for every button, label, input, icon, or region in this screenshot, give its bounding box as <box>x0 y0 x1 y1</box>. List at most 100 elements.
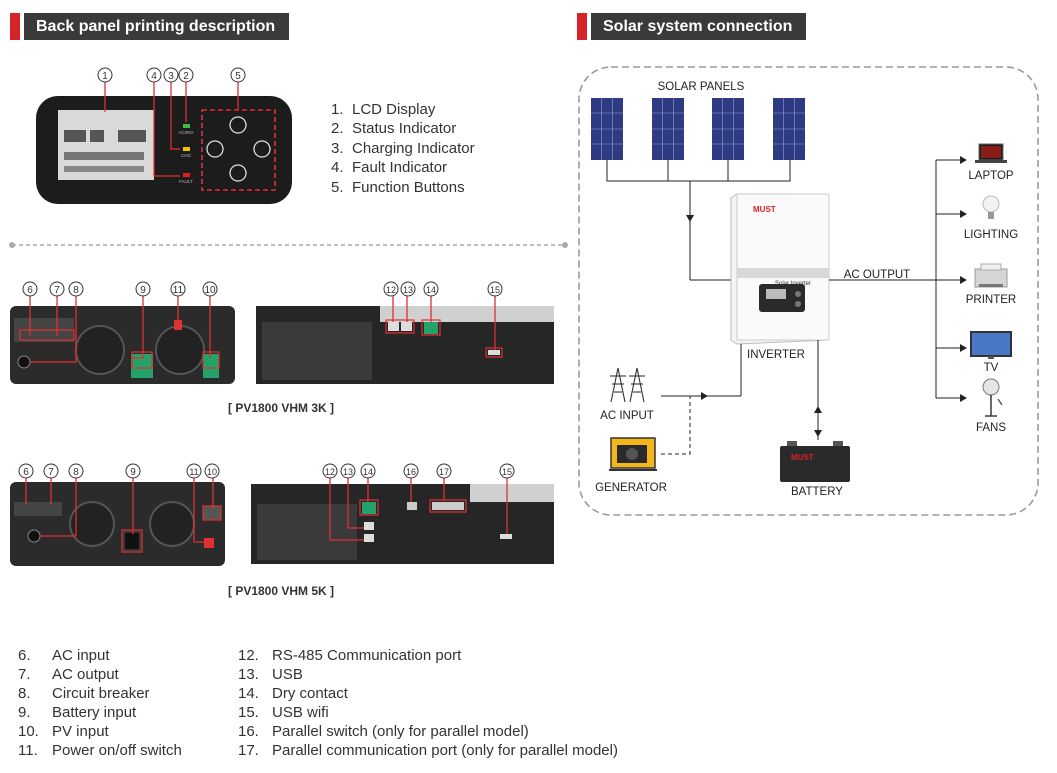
ac-input-label: AC INPUT <box>600 410 654 422</box>
callout: 13 <box>403 285 413 295</box>
callout: 8 <box>73 285 79 296</box>
legend-item: 14.Dry contact <box>238 685 348 702</box>
inverter-model: Solar Inverter <box>775 281 811 287</box>
setup-button[interactable] <box>206 140 224 158</box>
callout: 10 <box>204 285 216 296</box>
legend-item: 5.Function Buttons <box>331 178 465 196</box>
callout: 17 <box>439 467 449 477</box>
vhm5k-diagram: 6 7 8 9 11 10 12 13 14 16 17 15 <box>10 463 554 566</box>
front-panel-legend: 1.LCD Display 2.Status Indicator 3.Charg… <box>331 100 475 197</box>
status-led-label: AC/INV <box>178 130 193 135</box>
charge-led-label: CHG <box>181 153 191 158</box>
callout: 11 <box>189 467 198 477</box>
legend-item: 3.Charging Indicator <box>331 139 475 157</box>
callout: 7 <box>48 467 54 478</box>
fan-stand-icon <box>982 378 1003 417</box>
fan-icon <box>75 325 125 375</box>
power-tower-icon <box>610 367 645 403</box>
printer-icon <box>974 263 1008 288</box>
callout-2: 2 <box>183 71 189 82</box>
legend-item: 13.USB <box>238 666 303 683</box>
solar-panel-icon <box>773 98 805 160</box>
solar-panels <box>591 98 805 160</box>
inverter-icon: MUST Solar Inverter <box>730 193 830 345</box>
callout: 14 <box>363 467 373 477</box>
callout: 11 <box>173 285 184 296</box>
charge-led <box>183 147 190 151</box>
callout-1: 1 <box>102 71 108 82</box>
solar-system-diagram: SOLAR PANELS MUST Solar Inverter INVERTE… <box>578 66 1039 516</box>
legend-item: 2.Status Indicator <box>331 120 457 138</box>
legend-item: 8.Circuit breaker <box>18 685 150 702</box>
breaker <box>17 355 31 369</box>
up-button[interactable] <box>229 116 247 134</box>
legend-item: 15.USB wifi <box>238 704 329 721</box>
callout-3: 3 <box>168 71 174 82</box>
generator-icon <box>609 437 657 471</box>
solar-panel-icon <box>591 98 623 160</box>
legend-item: 1.LCD Display <box>331 101 436 118</box>
enter-button[interactable] <box>253 140 271 158</box>
callout: 12 <box>386 285 396 295</box>
solar-panel-icon <box>652 98 684 160</box>
callout: 14 <box>426 285 436 295</box>
fault-led <box>183 173 190 177</box>
callout: 16 <box>406 467 416 477</box>
ac-output-label: AC OUTPUT <box>844 269 910 281</box>
legend-item: 11.Power on/off switch <box>18 742 182 759</box>
vhm5k-caption: [ PV1800 VHM 5K ] <box>228 584 335 598</box>
solar-panel-icon <box>712 98 744 160</box>
callout: 8 <box>73 467 79 478</box>
callout: 15 <box>490 285 500 295</box>
load-label-lighting: LIGHTING <box>964 229 1018 241</box>
legend-item: 17.Parallel communication port (only for… <box>238 742 618 759</box>
inverter-brand: MUST <box>753 205 776 214</box>
battery-brand: MUST <box>791 453 814 462</box>
load-label-laptop: LAPTOP <box>968 170 1013 182</box>
battery-label: BATTERY <box>791 486 843 498</box>
generator-label: GENERATOR <box>595 482 667 494</box>
lighting-icon <box>982 195 1000 219</box>
legend-item: 12.RS-485 Communication port <box>238 647 462 664</box>
down-button[interactable] <box>229 164 247 182</box>
section-divider <box>9 242 568 248</box>
vhm3k-caption: [ PV1800 VHM 3K ] <box>228 401 335 415</box>
callout-4: 4 <box>151 71 157 82</box>
power-switch <box>174 320 182 330</box>
solar-panels-label: SOLAR PANELS <box>658 81 745 93</box>
callout: 7 <box>54 285 60 296</box>
header-accent <box>577 13 587 40</box>
load-label-tv: TV <box>984 362 999 374</box>
callout: 13 <box>343 467 353 477</box>
legend-item: 6.AC input <box>18 647 110 664</box>
header-title: Back panel printing description <box>24 13 290 40</box>
laptop-icon <box>975 143 1007 163</box>
legend-right: 12.RS-485 Communication port 13.USB 14.D… <box>238 646 618 760</box>
header-accent <box>10 13 20 40</box>
callout: 10 <box>207 467 217 477</box>
header-back-panel: Back panel printing description <box>10 13 290 40</box>
tv-icon <box>970 331 1012 359</box>
fault-led-label: FAULT <box>179 179 193 184</box>
battery-terminal <box>131 354 153 378</box>
callout: 9 <box>140 285 146 296</box>
callout: 9 <box>130 467 136 478</box>
callout: 6 <box>27 285 33 296</box>
callout: 6 <box>23 467 29 478</box>
legend-item: 9.Battery input <box>18 704 137 721</box>
header-solar-system: Solar system connection <box>577 13 807 40</box>
callout-5: 5 <box>235 71 241 82</box>
front-panel-diagram: AC/INV CHG FAULT 1 4 3 2 5 <box>36 67 292 204</box>
pv-terminal <box>203 354 219 378</box>
header-title: Solar system connection <box>591 13 807 40</box>
legend-item: 7.AC output <box>18 666 119 683</box>
load-label-printer: PRINTER <box>966 294 1016 306</box>
vhm3k-diagram: 6 7 8 9 11 10 12 13 14 15 <box>10 281 554 384</box>
legend-item: 16.Parallel switch (only for parallel mo… <box>238 723 529 740</box>
fan-icon <box>149 501 195 547</box>
load-label-fans: FANS <box>976 422 1006 434</box>
status-led <box>183 124 190 128</box>
battery-icon: MUST <box>780 441 850 482</box>
fan-icon <box>69 501 115 547</box>
inverter-label: INVERTER <box>747 349 805 361</box>
